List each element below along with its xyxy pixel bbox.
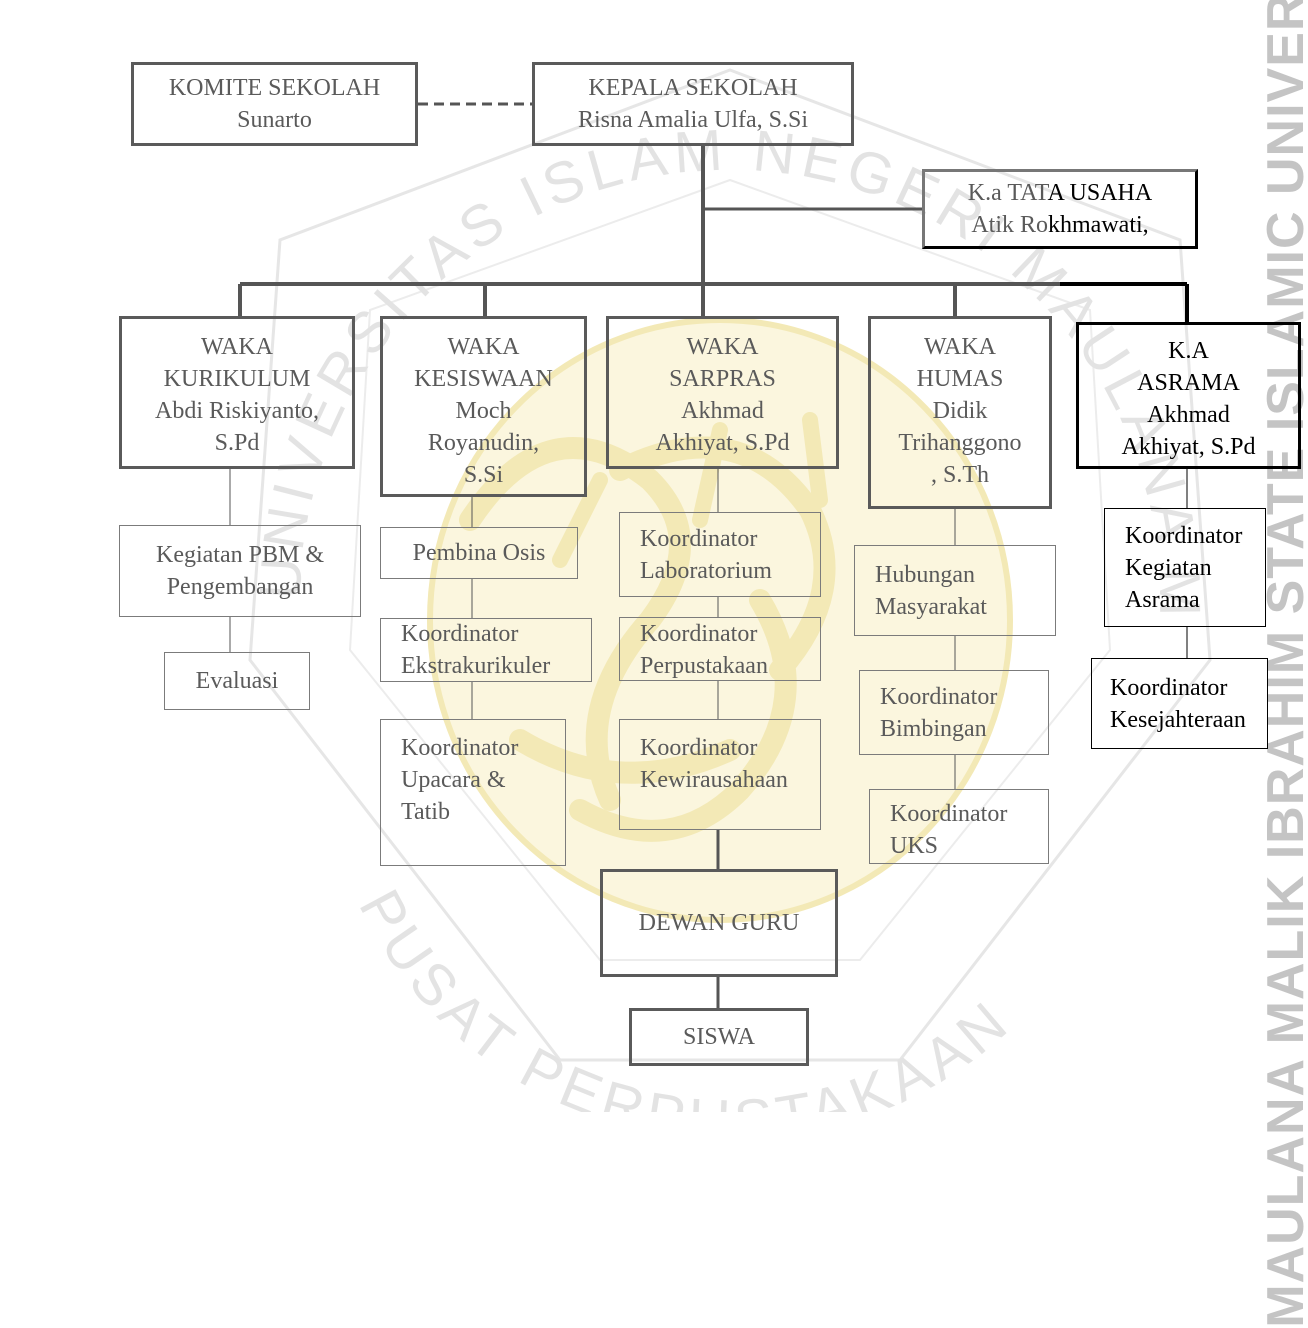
kurikulum-line3: Abdi Riskiyanto, <box>154 398 319 424</box>
kurikulum-line1: WAKA <box>201 334 273 360</box>
uks-line1: Koordinator <box>890 801 1008 827</box>
waka-humas-box: WAKA HUMAS Didik Trihanggono , S.Th <box>868 316 1052 509</box>
tata-usaha-title-light: K.a TAT <box>967 180 1048 206</box>
pembina-osis-line1: Pembina Osis <box>412 540 546 566</box>
asrama-line3: Akhmad <box>1147 402 1230 428</box>
ekstrakurikuler-box: Koordinator Ekstrakurikuler <box>380 618 592 682</box>
laboratorium-line1: Koordinator <box>640 525 758 552</box>
komite-name: Sunarto <box>237 107 312 133</box>
uks-box: Koordinator UKS <box>869 789 1049 864</box>
kesiswaan-line4: Royanudin, <box>427 430 540 456</box>
tata-usaha-title: K.a TATA USAHA <box>968 177 1152 209</box>
upacara-line1: Koordinator <box>401 735 519 761</box>
waka-sarpras-box: WAKA SARPRAS Akhmad Akhiyat, S.Pd <box>606 316 839 469</box>
komite-sekolah-box: KOMITE SEKOLAH Sunarto <box>131 62 418 146</box>
kegiatan-pbm-box: Kegiatan PBM & Pengembangan <box>119 525 361 617</box>
tata-usaha-title-dark: A USAHA <box>1047 180 1153 206</box>
pembina-osis-box: Pembina Osis <box>380 527 578 579</box>
asrama-line2: ASRAMA <box>1137 370 1240 396</box>
humas-line5: , S.Th <box>930 462 989 488</box>
kurikulum-line2: KURIKULUM <box>163 366 311 392</box>
bimbingan-box: Koordinator Bimbingan <box>859 670 1049 755</box>
kepala-name: Risna Amalia Ulfa, S.Si <box>578 107 808 133</box>
kesiswaan-line3: Moch <box>455 398 512 424</box>
asrama-line4: Akhiyat, S.Pd <box>1121 434 1256 460</box>
hubungan-line1: Hubungan <box>875 561 975 588</box>
kewirausahaan-box: Koordinator Kewirausahaan <box>619 719 821 830</box>
humas-line4: Trihanggono <box>898 430 1022 456</box>
kesiswaan-line2: KESISWAAN <box>414 366 553 392</box>
evaluasi-box: Evaluasi <box>164 652 310 710</box>
dewan-guru-line1: DEWAN GURU <box>638 910 800 936</box>
evaluasi-line1: Evaluasi <box>195 668 279 694</box>
kurikulum-line4: S.Pd <box>214 430 260 456</box>
sarpras-line1: WAKA <box>686 334 759 360</box>
perpustakaan-line1: Koordinator <box>640 621 758 647</box>
kewirausahaan-line2: Kewirausahaan <box>640 767 788 793</box>
kegiatan-asrama-line1: Koordinator <box>1125 522 1243 549</box>
bimbingan-line1: Koordinator <box>880 683 998 710</box>
hubungan-masyarakat-box: Hubungan Masyarakat <box>854 545 1056 636</box>
siswa-line1: SISWA <box>682 1024 755 1050</box>
upacara-line2: Upacara & <box>401 767 506 793</box>
komite-title: KOMITE SEKOLAH <box>168 75 381 101</box>
kesiswaan-line5: S.Si <box>463 462 504 488</box>
connector-lines <box>229 102 1189 1008</box>
ekstrakurikuler-line1: Koordinator <box>401 621 519 647</box>
upacara-line3: Tatib <box>401 799 450 825</box>
sarpras-line3: Akhmad <box>681 398 764 424</box>
dewan-guru-box: DEWAN GURU <box>600 869 838 977</box>
uks-line2: UKS <box>890 833 939 859</box>
kewirausahaan-line1: Koordinator <box>640 735 758 761</box>
tata-usaha-name-light: Atik Ro <box>971 212 1049 238</box>
siswa-box: SISWA <box>629 1008 809 1066</box>
perpustakaan-box: Koordinator Perpustakaan <box>619 617 821 681</box>
kepala-title: KEPALA SEKOLAH <box>588 75 798 101</box>
hubungan-line2: Masyarakat <box>875 593 987 620</box>
watermark-seal: UNIVERSITAS ISLAM NEGERI MAULANA MALIK I… <box>0 0 1212 1112</box>
kegiatan-pbm-line1: Kegiatan PBM & <box>156 542 324 568</box>
waka-kurikulum-box: WAKA KURIKULUM Abdi Riskiyanto, S.Pd <box>119 316 355 469</box>
humas-line1: WAKA <box>924 334 996 360</box>
ekstrakurikuler-line2: Ekstrakurikuler <box>401 653 551 679</box>
kesejahteraan-box: Koordinator Kesejahteraan <box>1091 658 1268 749</box>
kegiatan-asrama-box: Koordinator Kegiatan Asrama <box>1104 508 1266 627</box>
tata-usaha-name-dark: khmawati, <box>1048 212 1149 238</box>
laboratorium-line2: Laboratorium <box>640 557 772 584</box>
humas-line2: HUMAS <box>916 366 1004 392</box>
ka-asrama-box: K.A ASRAMA Akhmad Akhiyat, S.Pd <box>1076 322 1301 469</box>
upacara-tatib-box: Koordinator Upacara & Tatib <box>380 719 566 866</box>
humas-line3: Didik <box>932 398 988 424</box>
bimbingan-line2: Bimbingan <box>880 715 987 742</box>
sarpras-line4: Akhiyat, S.Pd <box>655 430 790 456</box>
kegiatan-asrama-line2: Kegiatan <box>1125 554 1212 581</box>
kegiatan-pbm-line2: Pengembangan <box>166 574 314 600</box>
kepala-sekolah-box: KEPALA SEKOLAH Risna Amalia Ulfa, S.Si <box>532 62 854 146</box>
kegiatan-asrama-line3: Asrama <box>1125 586 1200 613</box>
waka-kesiswaan-box: WAKA KESISWAAN Moch Royanudin, S.Si <box>380 316 587 497</box>
asrama-line1: K.A <box>1168 338 1209 364</box>
sarpras-line2: SARPRAS <box>669 366 776 392</box>
laboratorium-box: Koordinator Laboratorium <box>619 512 821 597</box>
kesejahteraan-line2: Kesejahteraan <box>1110 706 1246 733</box>
kesiswaan-line1: WAKA <box>447 334 520 360</box>
tata-usaha-box: K.a TATA USAHA Atik Rokhmawati, <box>922 169 1198 249</box>
perpustakaan-line2: Perpustakaan <box>640 653 768 679</box>
kesejahteraan-line1: Koordinator <box>1110 674 1228 701</box>
tata-usaha-name: Atik Rokhmawati, <box>971 209 1148 241</box>
